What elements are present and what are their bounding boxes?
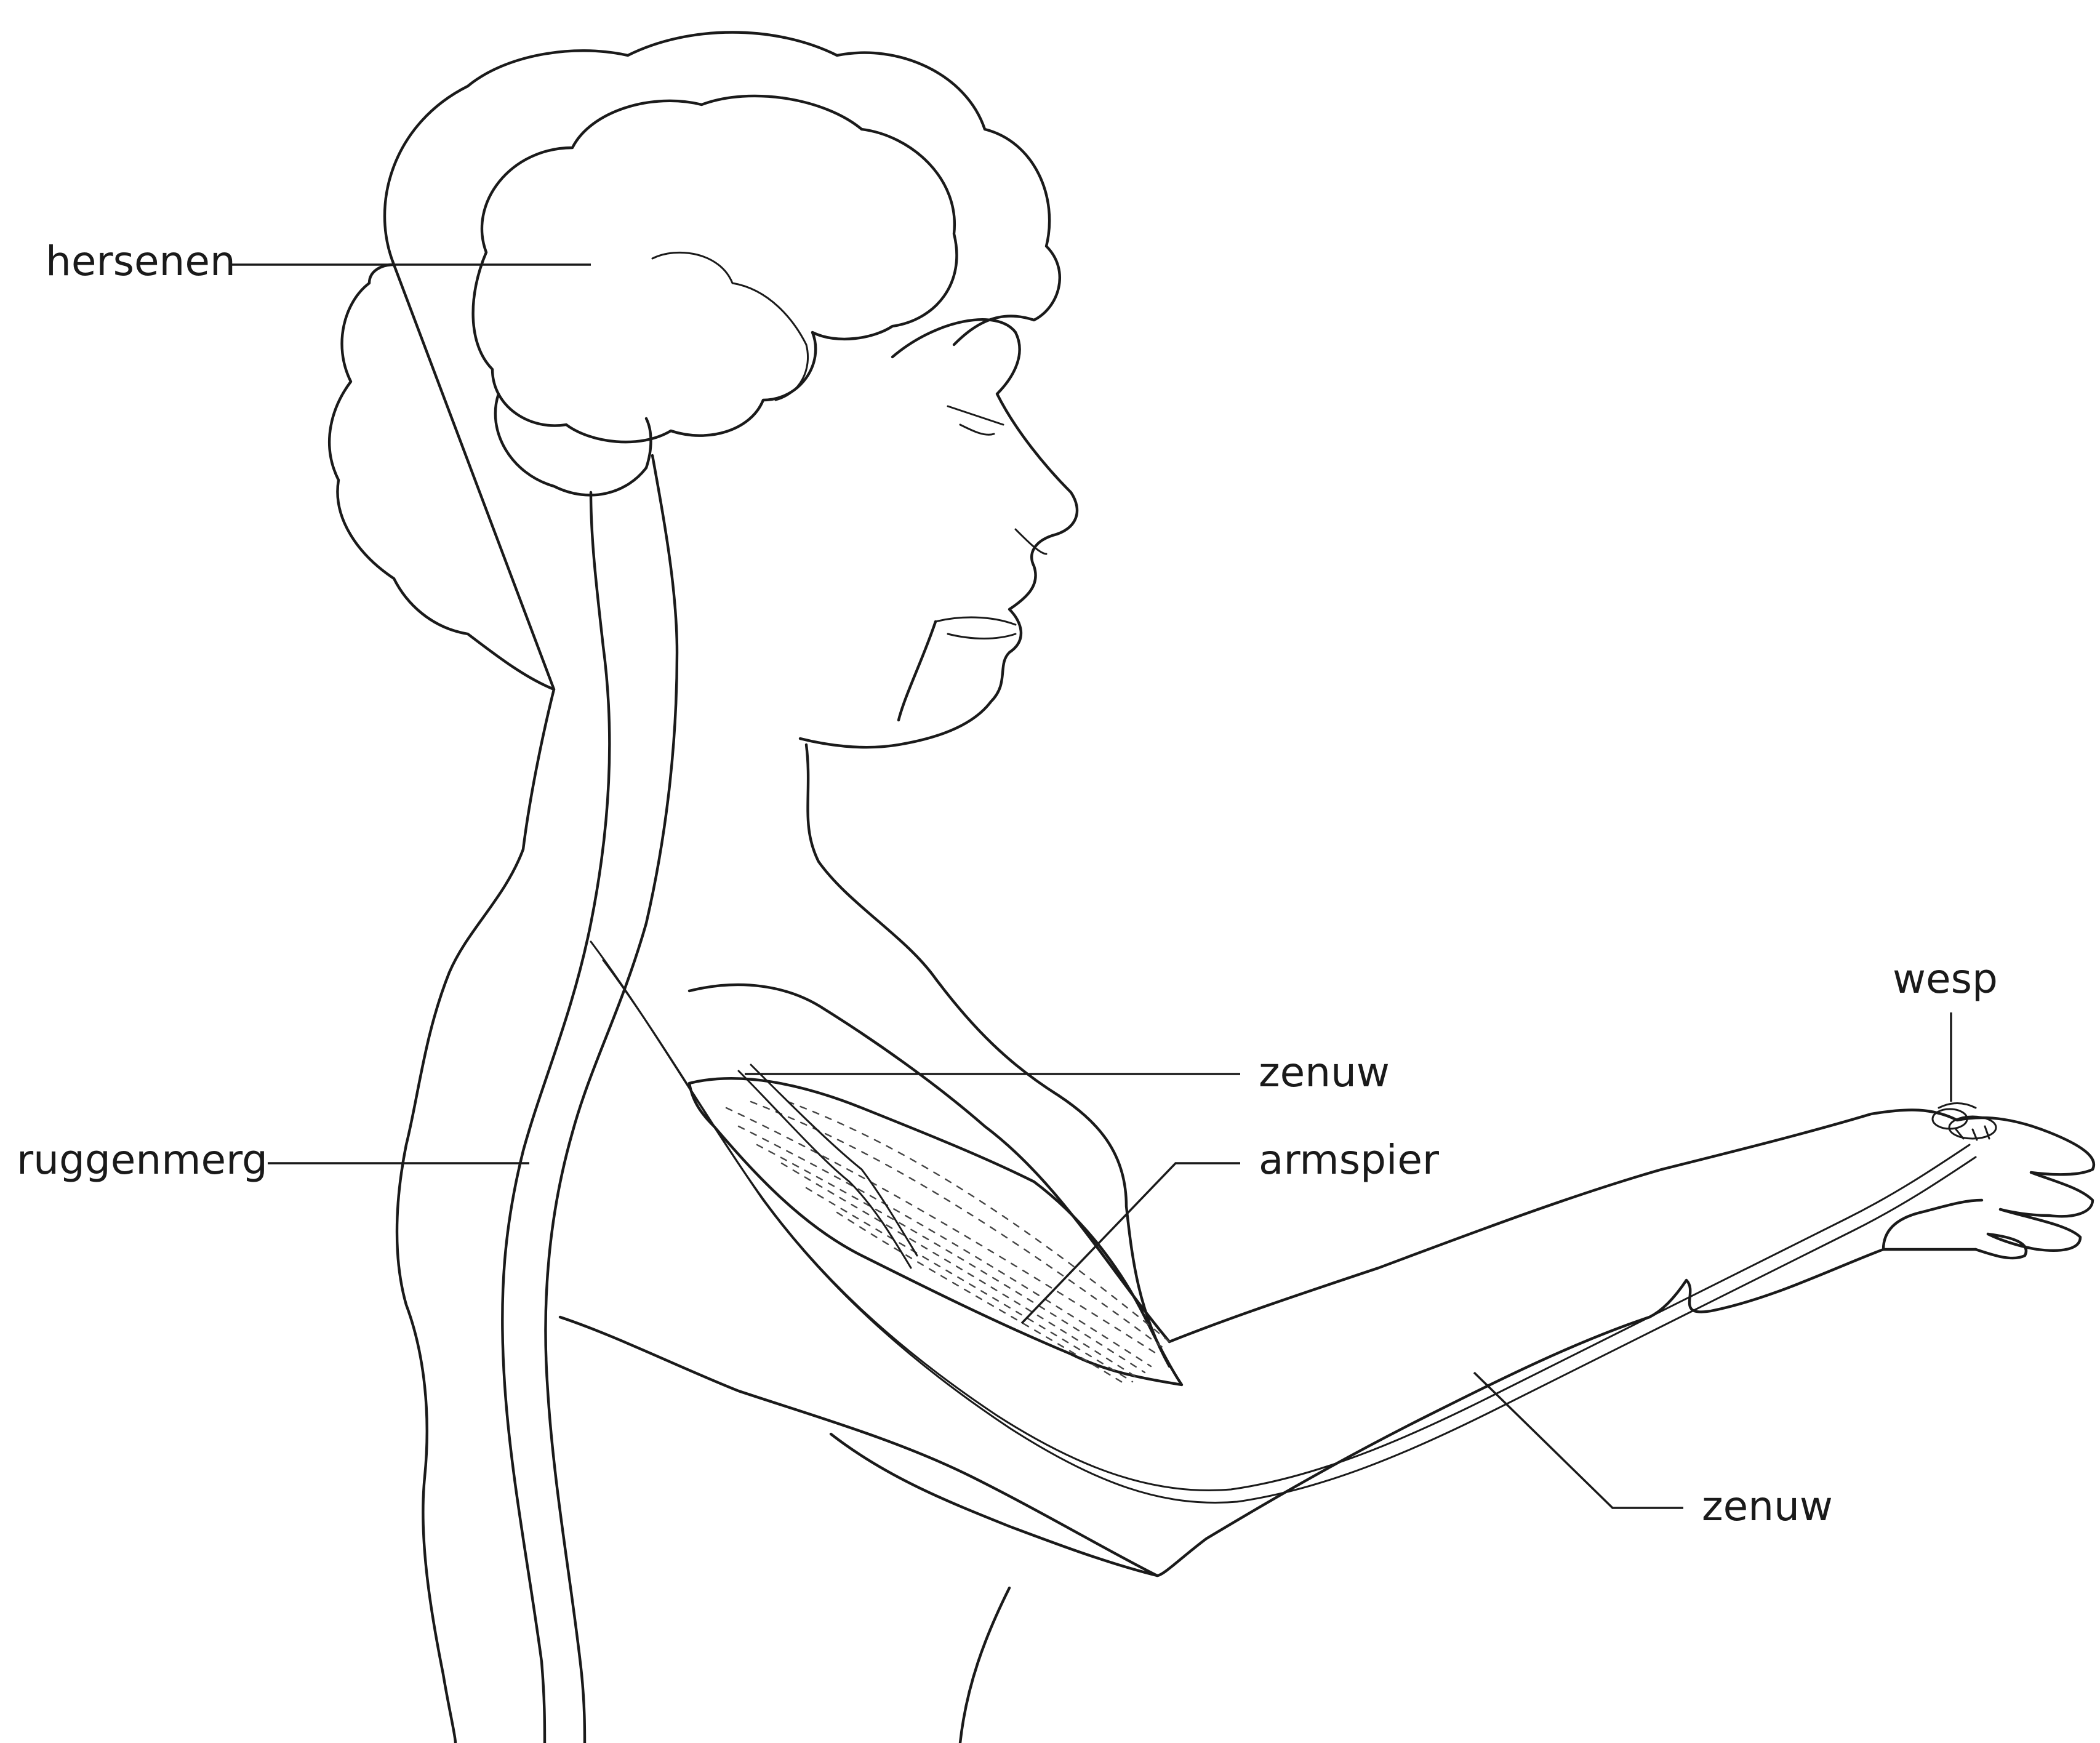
underarm-outline xyxy=(560,1317,1157,1576)
brainstem-outline xyxy=(495,394,651,495)
label-arm-muscle: armspier xyxy=(1259,1140,1439,1180)
label-spinal-cord: ruggenmerg xyxy=(17,1140,268,1180)
label-brain: hersenen xyxy=(46,241,236,282)
eye xyxy=(948,406,1003,435)
face-profile xyxy=(800,319,1077,747)
hair-outline xyxy=(329,33,1060,721)
wasp-icon xyxy=(1933,1104,1996,1140)
label-nerve-lower: zenuw xyxy=(1702,1486,1833,1527)
upper-arm-bottom xyxy=(831,1434,1157,1576)
spinal-cord-right xyxy=(545,455,677,1743)
chest-lower xyxy=(960,1588,1009,1743)
brain-fold xyxy=(652,252,808,400)
spinal-cord-left xyxy=(502,492,609,1743)
brain-outline xyxy=(473,96,957,442)
leader-nerve-lower xyxy=(1474,1372,1683,1508)
finger-1 xyxy=(2000,1172,2093,1216)
label-nerve-upper: zenuw xyxy=(1259,1052,1390,1093)
label-wasp: wesp xyxy=(1893,959,1998,1000)
mouth xyxy=(936,617,1016,638)
thumb xyxy=(1883,1200,1982,1249)
arm-nerve-1 xyxy=(591,942,1970,1491)
arm-nerve-2 xyxy=(603,960,1976,1503)
